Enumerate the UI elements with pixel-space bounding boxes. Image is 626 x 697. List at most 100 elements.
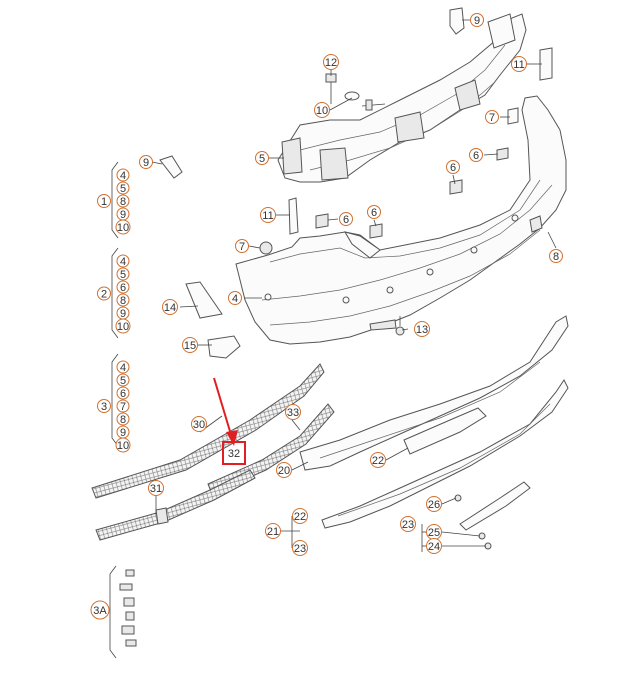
callout-number: 20 — [278, 465, 290, 477]
rear-bumper-cover — [235, 95, 567, 345]
callout-31: 31 — [148, 480, 164, 496]
callout-20: 20 — [276, 462, 292, 478]
callout-26: 26 — [426, 496, 442, 512]
highlight-box — [222, 441, 246, 465]
callout-circle — [485, 110, 499, 124]
group-item-number: 4 — [120, 170, 126, 182]
callout-circle — [260, 207, 276, 223]
bumper-carrier-bracket — [277, 13, 527, 183]
callout-circle — [292, 508, 308, 524]
callout-32-highlighted: 32 — [228, 448, 240, 460]
callout-number: 15 — [184, 340, 196, 352]
group-item-number: 10 — [117, 321, 129, 333]
callout-circle — [292, 540, 308, 556]
callout-number: 9 — [143, 157, 149, 169]
callout-circle — [148, 480, 164, 496]
callout-circle — [400, 516, 416, 532]
group-item-circle — [115, 219, 131, 235]
callout-number: 6 — [343, 214, 349, 226]
group-item-number: 5 — [120, 183, 126, 195]
group-item-number: 9 — [120, 209, 126, 221]
callout-6: 6 — [367, 205, 381, 219]
group-item-circle — [116, 412, 130, 426]
group-item-circle — [116, 360, 130, 374]
group-number: 3A — [93, 605, 107, 617]
callout-circle — [469, 148, 483, 162]
group-item-circle — [116, 181, 130, 195]
callout-number: 30 — [193, 419, 205, 431]
callout-number: 22 — [294, 511, 306, 523]
group-number: 1 — [101, 196, 107, 208]
callout-7: 7 — [235, 239, 249, 253]
callout-number: 6 — [450, 162, 456, 174]
group-item-number: 9 — [120, 427, 126, 439]
callout-number: 24 — [428, 541, 440, 553]
group-circle — [97, 399, 111, 413]
clip-part-7 — [507, 107, 519, 125]
callout-circle — [549, 249, 563, 263]
callout-number: 11 — [262, 210, 273, 222]
grille-lower — [95, 469, 256, 541]
group-circle — [97, 286, 111, 301]
callout-number: 10 — [316, 105, 328, 117]
group-item-number: 7 — [120, 401, 126, 413]
group-item-circle — [116, 293, 130, 307]
callout-number: 23 — [294, 543, 306, 555]
callout-circle — [367, 205, 381, 219]
highlight-arrow — [213, 377, 233, 439]
callout-15: 15 — [182, 337, 198, 353]
callout-number: 25 — [428, 527, 440, 539]
callout-12: 12 — [323, 54, 339, 70]
callout-6: 6 — [469, 148, 483, 162]
callout-6: 6 — [446, 160, 460, 174]
callout-circle — [191, 416, 207, 432]
group-circle — [90, 600, 110, 620]
callout-number: 4 — [232, 293, 238, 305]
callout-25: 25 — [426, 524, 442, 540]
callout-circle — [182, 337, 198, 353]
callout-9: 9 — [139, 155, 153, 169]
callout-circle — [255, 151, 269, 165]
callout-11: 11 — [260, 207, 276, 223]
callout-23: 23 — [400, 516, 416, 532]
callout-circle — [314, 102, 330, 118]
callout-circle — [235, 239, 249, 253]
callout-circle — [414, 321, 430, 337]
side-guide-bracket — [539, 47, 553, 81]
group-3a: 3A — [90, 600, 110, 620]
group-item-circle — [115, 437, 131, 453]
clip-part — [449, 7, 465, 35]
callout-number: 22 — [372, 455, 384, 467]
callout-circle — [370, 452, 386, 468]
group-item-circle — [116, 386, 130, 400]
callout-circle — [470, 13, 484, 27]
clip-part-9 — [159, 155, 183, 179]
group-item-number: 10 — [117, 222, 129, 234]
parts-drawing — [91, 7, 569, 647]
trim-strip-26 — [459, 481, 531, 531]
fasteners-3a — [119, 569, 137, 647]
group-item-number: 5 — [120, 375, 126, 387]
highlight-marker — [213, 377, 246, 465]
callout-33: 33 — [285, 404, 301, 420]
group-number: 3 — [101, 401, 107, 413]
callout-circle — [511, 56, 527, 72]
callout-number: 31 — [150, 483, 162, 495]
callout-number: 12 — [325, 57, 337, 69]
callout-number: 23 — [402, 519, 414, 531]
callout-8: 8 — [549, 249, 563, 263]
group-item-number: 4 — [120, 362, 126, 374]
cover-part-15 — [207, 335, 241, 359]
bolt-part-13 — [395, 316, 405, 336]
callout-14: 14 — [162, 299, 178, 315]
callout-number: 5 — [259, 153, 265, 165]
callout-5: 5 — [255, 151, 269, 165]
group-number: 2 — [101, 289, 107, 301]
callout-9: 9 — [470, 13, 484, 27]
callout-circle — [276, 462, 292, 478]
